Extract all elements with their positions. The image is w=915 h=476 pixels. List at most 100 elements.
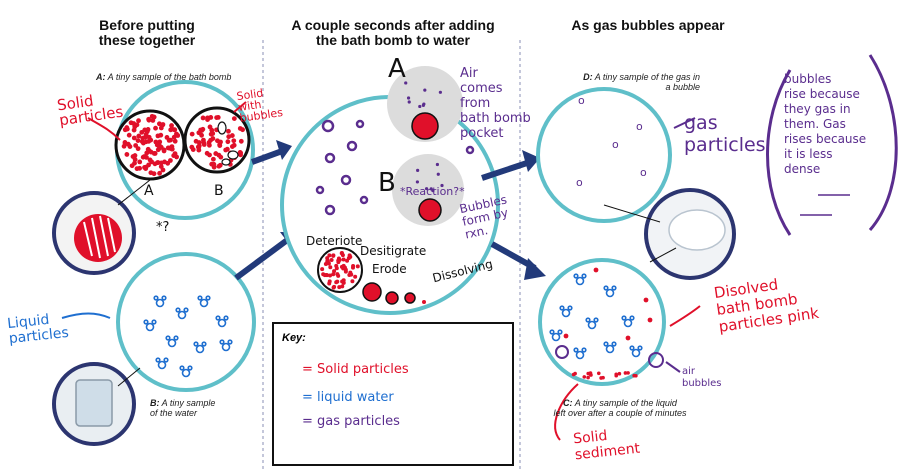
solid-dot bbox=[136, 118, 141, 124]
solid-dot bbox=[160, 122, 166, 127]
solid-dot bbox=[216, 152, 222, 158]
arrow-water-to-mix bbox=[234, 235, 292, 281]
solid-dot bbox=[131, 135, 137, 141]
solid-dot bbox=[339, 250, 344, 255]
solid-dot bbox=[337, 285, 342, 290]
solid-dot bbox=[334, 263, 339, 268]
key-solid-label: = Solid particles bbox=[302, 362, 409, 377]
note-reaction: *Reaction?* bbox=[400, 185, 465, 198]
gas-particle: o bbox=[640, 166, 647, 179]
caption-b-prefix: B: bbox=[150, 398, 160, 408]
explanation-bracket bbox=[766, 69, 792, 236]
explanation-bracket-right bbox=[868, 54, 898, 231]
water-molecule bbox=[621, 315, 635, 328]
dissolved-particle bbox=[643, 297, 649, 303]
gas-particles-arrow bbox=[673, 117, 696, 129]
solid-dot bbox=[146, 116, 152, 122]
solid-dot bbox=[139, 139, 145, 144]
foam-bubble bbox=[668, 209, 726, 251]
water-molecule bbox=[155, 357, 169, 370]
solid-dot bbox=[199, 132, 205, 138]
gas-dot bbox=[436, 172, 440, 176]
header-gas: As gas bubbles appear bbox=[571, 17, 725, 33]
label-big-b: B bbox=[378, 168, 396, 198]
solid-dot bbox=[207, 152, 212, 158]
label-asterisk: *? bbox=[156, 220, 170, 235]
solid-dot bbox=[326, 260, 331, 265]
solid-dot bbox=[151, 114, 157, 120]
bubble-pocket-3 bbox=[221, 158, 231, 166]
water-molecule bbox=[629, 345, 643, 358]
sediment-dot bbox=[588, 372, 593, 377]
water-sample-circle bbox=[116, 252, 256, 392]
solid-dot bbox=[158, 164, 164, 169]
bubble-pocket-1 bbox=[217, 121, 227, 135]
water-molecule bbox=[197, 295, 211, 308]
solid-dot bbox=[142, 134, 148, 140]
solid-dot bbox=[169, 123, 174, 128]
gas-particle bbox=[355, 119, 365, 129]
solid-dot bbox=[231, 138, 237, 144]
water-molecule bbox=[153, 295, 167, 308]
solid-dot bbox=[148, 149, 154, 155]
gas-dot bbox=[421, 103, 425, 107]
gas-dot bbox=[407, 100, 411, 104]
solid-dot bbox=[208, 137, 214, 143]
solid-dot bbox=[215, 138, 220, 144]
solid-dot bbox=[214, 115, 220, 120]
solid-dot bbox=[208, 131, 214, 137]
solid-dot bbox=[134, 166, 140, 172]
solid-dot bbox=[229, 133, 235, 138]
note-liquid-particles: Liquid particles bbox=[6, 311, 70, 348]
solid-dot bbox=[350, 279, 355, 284]
gas-dot bbox=[438, 90, 442, 94]
solid-dot bbox=[147, 157, 153, 163]
key-liquid-label: = liquid water bbox=[302, 390, 394, 405]
dissolved-particle bbox=[625, 335, 631, 341]
solid-dot bbox=[175, 133, 181, 138]
water-molecule bbox=[193, 341, 207, 354]
gas-particle bbox=[465, 145, 475, 155]
zoom-line-bubble-1 bbox=[603, 204, 661, 223]
solid-dot bbox=[350, 265, 355, 270]
water-molecule bbox=[573, 347, 587, 360]
gas-particle bbox=[346, 140, 358, 152]
dissolved-particle bbox=[593, 267, 599, 273]
solid-dot bbox=[336, 258, 341, 263]
solid-dot bbox=[143, 139, 149, 145]
solid-dot bbox=[225, 139, 231, 145]
liquid-particles-arrow bbox=[61, 312, 111, 319]
solid-particles-arrow bbox=[87, 117, 121, 141]
sediment-dot bbox=[614, 373, 619, 378]
note-gas-particles: gas particles bbox=[684, 112, 766, 156]
zoom-line-water bbox=[117, 367, 141, 387]
solid-dot bbox=[353, 274, 358, 279]
arrow-bomb-to-mix bbox=[250, 147, 287, 165]
dissolved-particle bbox=[563, 333, 569, 339]
solid-dot bbox=[210, 156, 216, 162]
solid-dot bbox=[322, 273, 327, 278]
solid-dot bbox=[148, 170, 154, 176]
solid-dot bbox=[142, 165, 147, 170]
sediment-arrow bbox=[554, 383, 579, 441]
solid-dot bbox=[153, 125, 158, 131]
bomb-chunk-a bbox=[411, 112, 439, 140]
solid-dot bbox=[207, 124, 213, 130]
dissolved-arrow bbox=[669, 305, 701, 327]
note-disintegrate: Desitigrate bbox=[360, 244, 427, 258]
gas-dot bbox=[404, 81, 408, 85]
water-molecule bbox=[179, 365, 193, 378]
solid-dot bbox=[347, 253, 352, 258]
bubble-pocket-2 bbox=[227, 150, 239, 160]
key-gas-label: = gas particles bbox=[302, 414, 400, 429]
solid-dot bbox=[155, 160, 161, 165]
gas-dot bbox=[429, 187, 433, 191]
solid-dot bbox=[327, 279, 332, 284]
note-air-bubbles: air bubbles bbox=[682, 366, 722, 389]
gas-sample-circle bbox=[536, 87, 672, 223]
solid-dot bbox=[327, 253, 332, 258]
bath-bomb-ball bbox=[74, 214, 122, 262]
sediment-dot bbox=[586, 375, 590, 380]
air-bubbles-arrow bbox=[665, 361, 681, 373]
